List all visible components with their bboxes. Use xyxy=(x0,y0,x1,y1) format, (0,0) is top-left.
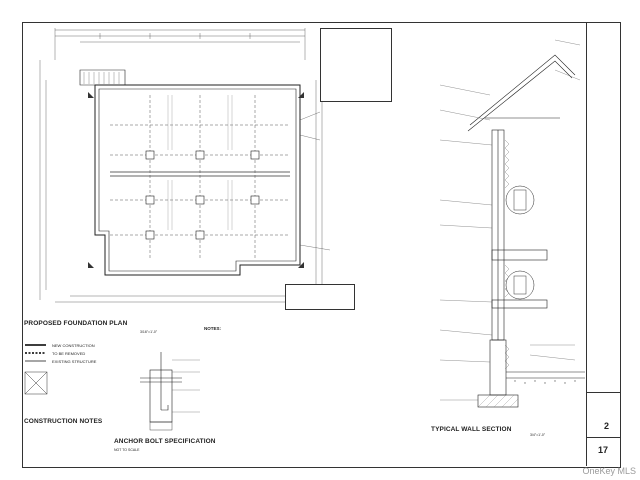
notes-heading: NOTES: xyxy=(204,326,222,331)
anchor-bolt-title: ANCHOR BOLT SPECIFICATION xyxy=(114,438,216,445)
legend-to-be-removed: TO BE REMOVED xyxy=(52,351,86,356)
sheet-border xyxy=(22,22,621,468)
foundation-plan-title: PROPOSED FOUNDATION PLAN xyxy=(24,320,128,327)
wall-section-scale: 3/4"=1'-0" xyxy=(530,433,546,437)
legend-new-construction: NEW CONSTRUCTION xyxy=(52,343,95,348)
foundation-plan-scale: 3/16"=1'-0" xyxy=(140,330,158,334)
sheet-index: 2 xyxy=(604,421,610,431)
legend-existing-structure: EXISTING STRUCTURE xyxy=(52,359,97,364)
plan-callout-box xyxy=(285,284,355,310)
sheet-number: 17 xyxy=(598,445,609,455)
title-block xyxy=(586,22,620,466)
watermark: OneKey MLS xyxy=(582,466,636,476)
wall-section-title: TYPICAL WALL SECTION xyxy=(431,426,512,433)
construction-notes-title: CONSTRUCTION NOTES xyxy=(24,418,103,425)
anchor-bolt-scale: NOT TO SCALE xyxy=(114,448,140,452)
general-notes-box xyxy=(320,28,392,102)
